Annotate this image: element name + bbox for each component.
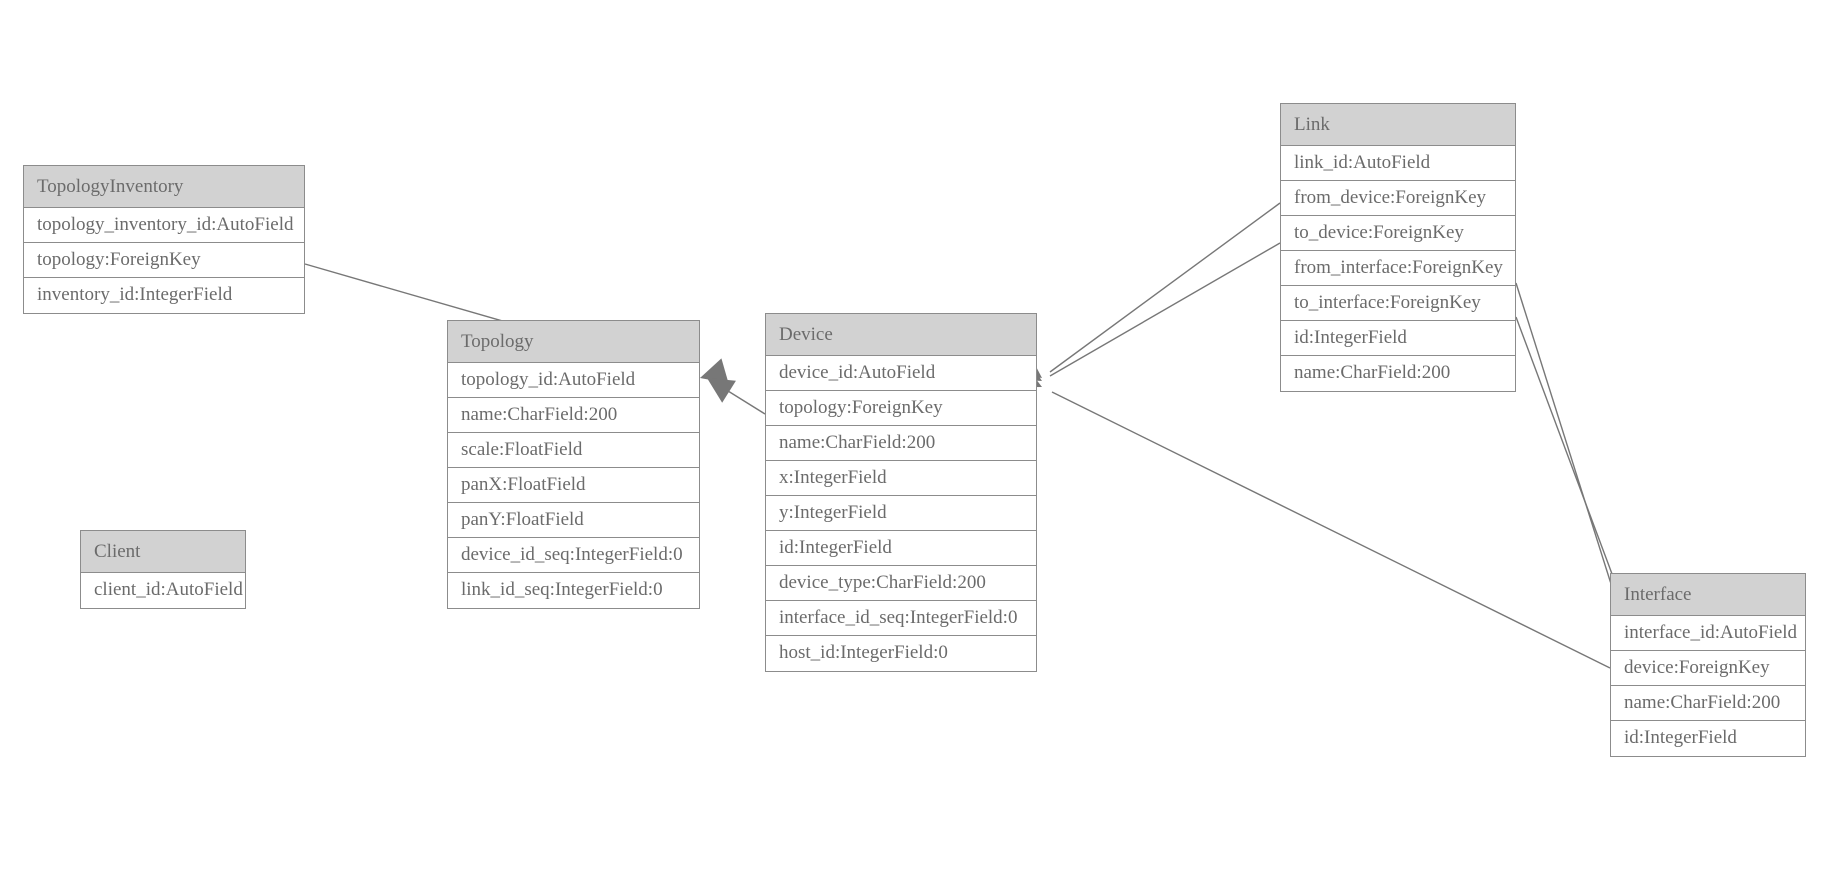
entity-field: interface_id:AutoField [1611,616,1805,651]
entity-field: link_id_seq:IntegerField:0 [448,573,699,608]
entity-field: name:CharField:200 [1611,686,1805,721]
entity-title-topology: Topology [448,321,699,363]
entity-field: device_id_seq:IntegerField:0 [448,538,699,573]
entity-field: scale:FloatField [448,433,699,468]
entity-field: from_interface:ForeignKey [1281,251,1515,286]
entity-field: topology_inventory_id:AutoField [24,208,304,243]
entity-field: id:IntegerField [1281,321,1515,356]
entity-field: inventory_id:IntegerField [24,278,304,313]
entity-title-client: Client [81,531,245,573]
entity-field: host_id:IntegerField:0 [766,636,1036,671]
entity-field: client_id:AutoField [81,573,245,608]
entity-field: interface_id_seq:IntegerField:0 [766,601,1036,636]
entity-field: name:CharField:200 [448,398,699,433]
relationship-rel-link-to-device [1012,242,1281,381]
entity-field: topology:ForeignKey [24,243,304,278]
entity-field: x:IntegerField [766,461,1036,496]
entity-title-topologyinventory: TopologyInventory [24,166,304,208]
entity-field: topology_id:AutoField [448,363,699,398]
arrowhead [700,358,729,384]
entity-field: from_device:ForeignKey [1281,181,1515,216]
entity-field: id:IntegerField [766,531,1036,566]
entity-field: id:IntegerField [1611,721,1805,756]
relationship-rel-link-from-device [1013,202,1281,378]
relationship-rel-interface-device [1012,363,1611,669]
entity-field: link_id:AutoField [1281,146,1515,181]
relationship-rel-device-topology [707,378,766,415]
entity-field: device_type:CharField:200 [766,566,1036,601]
entity-field: y:IntegerField [766,496,1036,531]
arrowhead [707,378,736,403]
entity-field: device_id:AutoField [766,356,1036,391]
entity-title-link: Link [1281,104,1515,146]
entity-title-interface: Interface [1611,574,1805,616]
entity-field: panY:FloatField [448,503,699,538]
entity-field: name:CharField:200 [766,426,1036,461]
entity-title-device: Device [766,314,1036,356]
entity-field: device:ForeignKey [1611,651,1805,686]
entity-field: to_device:ForeignKey [1281,216,1515,251]
entity-field: name:CharField:200 [1281,356,1515,391]
entity-field: topology:ForeignKey [766,391,1036,426]
entity-field: to_interface:ForeignKey [1281,286,1515,321]
entity-field: panX:FloatField [448,468,699,503]
